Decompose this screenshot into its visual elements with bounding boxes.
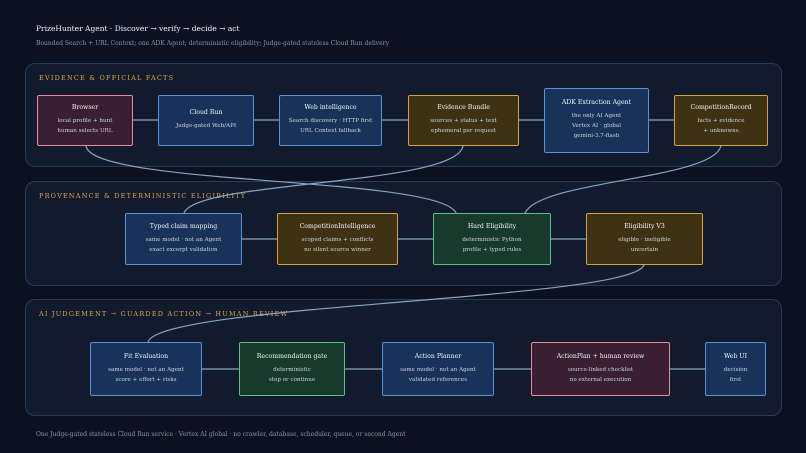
- provenance-section-title: PROVENANCE & DETERMINISTIC ELIGIBILITY: [39, 192, 247, 200]
- typed-claim-node-title: Typed claim mapping: [149, 222, 218, 230]
- action-plan-node-title: ActionPlan + human review: [556, 352, 645, 360]
- fit-evaluation-node-line2: score + effort + risks: [115, 376, 177, 383]
- web-ui-node-title: Web UI: [723, 352, 748, 360]
- eligibility-v3-node: Eligibility V3 eligible · ineligible unc…: [586, 213, 703, 265]
- hard-eligibility-node-line1: deterministic Python: [462, 236, 522, 243]
- diagram-title: PrizeHunter Agent · Discover → verify → …: [36, 24, 240, 33]
- action-planner-node-line1: same model · not an Agent: [400, 366, 476, 373]
- evidence-bundle-node-line2: ephemeral per request: [431, 128, 496, 135]
- hard-eligibility-node-line2: profile + typed rules: [462, 246, 522, 253]
- web-ui-node-line1: decision: [723, 366, 748, 373]
- competition-record-node: CompetitionRecord facts + evidence + unk…: [674, 95, 768, 146]
- typed-claim-node-line2: exact excerpt validation: [149, 246, 218, 253]
- recommendation-gate-node-line1: deterministic: [273, 366, 311, 373]
- web-intelligence-node-line1: Search discovery · HTTP first: [288, 118, 373, 125]
- recommendation-gate-node: Recommendation gate deterministic stop o…: [239, 342, 345, 396]
- recommendation-gate-node-line2: stop or continue: [268, 376, 316, 383]
- typed-claim-mapping-node: Typed claim mapping same model · not an …: [125, 213, 242, 265]
- fit-evaluation-node: Fit Evaluation same model · not an Agent…: [90, 342, 202, 396]
- recommendation-gate-node-title: Recommendation gate: [256, 352, 328, 360]
- fit-evaluation-node-line1: same model · not an Agent: [108, 366, 184, 373]
- competition-intelligence-node-line2: no silent source winner: [304, 246, 371, 253]
- action-planner-node-line2: validated references: [408, 376, 468, 383]
- evidence-section: EVIDENCE & OFFICIAL FACTS: [25, 63, 782, 167]
- action-planner-node-title: Action Planner: [414, 352, 462, 360]
- browser-node-line1: local profile + hunt: [57, 118, 113, 125]
- action-plan-node-line2: no external execution: [569, 376, 632, 383]
- competition-intelligence-node-line1: scoped claims + conflicts: [301, 236, 374, 243]
- browser-node: Browser local profile + hunt human selec…: [37, 95, 133, 146]
- web-ui-node-line2: first: [729, 376, 742, 383]
- cloud-run-node-line1: Judge-gated Web/API: [175, 123, 237, 130]
- typed-claim-node-line1: same model · not an Agent: [145, 236, 222, 243]
- diagram-subtitle: Bounded Search + URL Context; one ADK Ag…: [36, 40, 389, 47]
- adk-agent-node-line1: the only AI Agent: [571, 113, 622, 120]
- web-intelligence-node-title: Web intelligence: [304, 104, 357, 112]
- eligibility-v3-node-line1: eligible · ineligible: [618, 236, 671, 243]
- judgement-section-title: AI JUDGEMENT → GUARDED ACTION → HUMAN RE…: [39, 310, 289, 318]
- adk-agent-node-title: ADK Extraction Agent: [561, 99, 632, 107]
- web-intelligence-node-line2: URL Context fallback: [300, 128, 361, 135]
- action-plan-review-node: ActionPlan + human review source-linked …: [531, 342, 670, 396]
- adk-extraction-agent-node: ADK Extraction Agent the only AI Agent V…: [544, 88, 649, 153]
- web-intelligence-node: Web intelligence Search discovery · HTTP…: [279, 95, 382, 146]
- browser-node-title: Browser: [71, 104, 99, 112]
- adk-agent-node-line3: gemini-3.7-flash: [573, 133, 620, 140]
- diagram-footer: One Judge-gated stateless Cloud Run serv…: [36, 431, 406, 438]
- eligibility-v3-node-line2: uncertain: [630, 246, 659, 253]
- fit-evaluation-node-title: Fit Evaluation: [123, 352, 169, 360]
- action-plan-node-line1: source-linked checklist: [567, 366, 634, 373]
- evidence-bundle-node: Evidence Bundle sources + status + text …: [408, 95, 519, 146]
- competition-record-node-line1: facts + evidence: [697, 118, 745, 125]
- competition-intelligence-node-title: CompetitionIntelligence: [299, 222, 376, 230]
- web-ui-node: Web UI decision first: [705, 342, 766, 396]
- evidence-bundle-node-title: Evidence Bundle: [437, 104, 490, 112]
- browser-node-line2: human selects URL: [57, 128, 113, 135]
- evidence-section-title: EVIDENCE & OFFICIAL FACTS: [39, 74, 175, 82]
- competition-intelligence-node: CompetitionIntelligence scoped claims + …: [277, 213, 398, 265]
- competition-record-node-line2: + unknowns: [703, 128, 739, 135]
- hard-eligibility-node-title: Hard Eligibility: [467, 222, 517, 230]
- hard-eligibility-node: Hard Eligibility deterministic Python pr…: [433, 213, 551, 265]
- action-planner-node: Action Planner same model · not an Agent…: [382, 342, 494, 396]
- cloud-run-node: Cloud Run Judge-gated Web/API: [158, 95, 254, 146]
- cloud-run-node-title: Cloud Run: [189, 109, 223, 117]
- evidence-bundle-node-line1: sources + status + text: [430, 118, 497, 125]
- adk-agent-node-line2: Vertex AI · global: [571, 123, 622, 130]
- competition-record-node-title: CompetitionRecord: [690, 104, 752, 112]
- eligibility-v3-node-title: Eligibility V3: [624, 222, 665, 230]
